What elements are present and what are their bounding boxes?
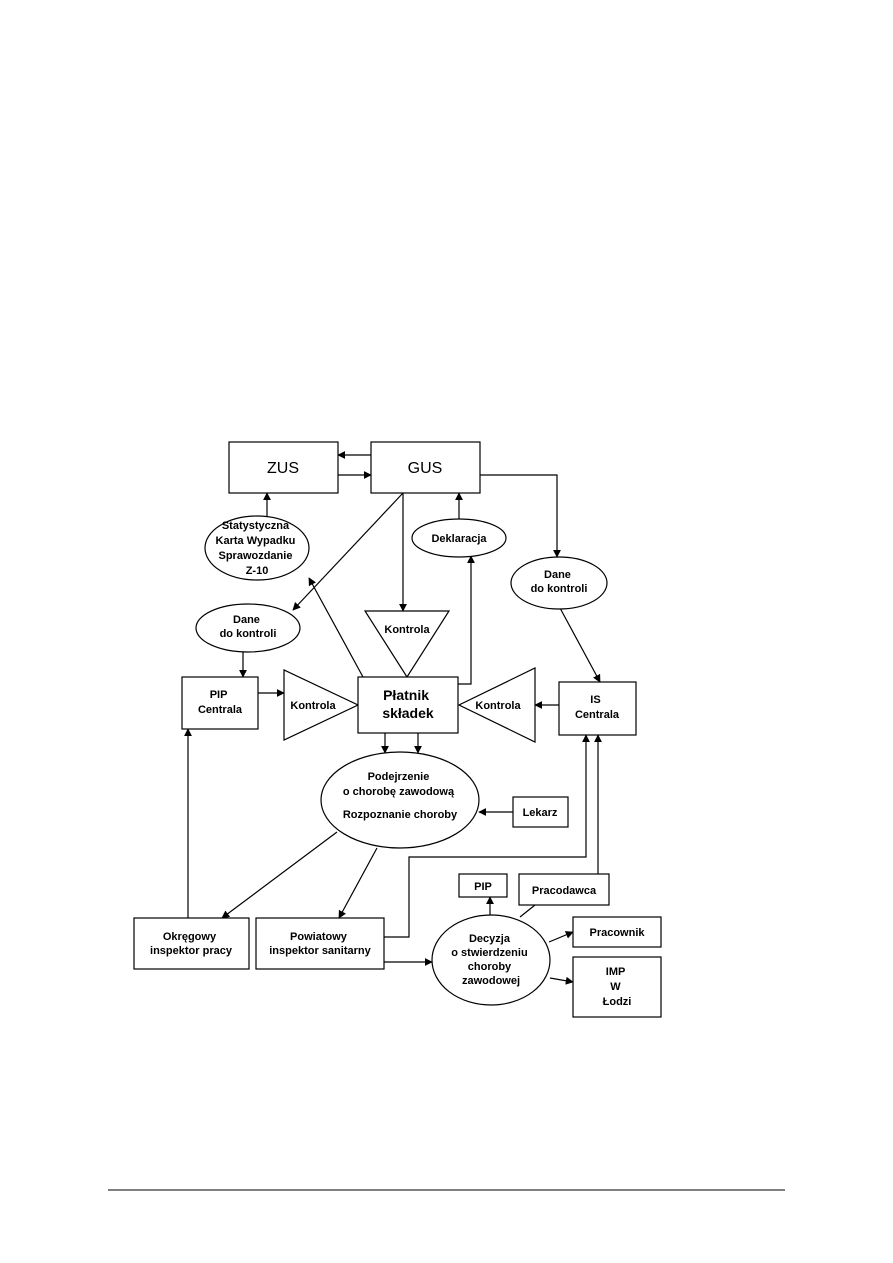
platnik-label: Płatnik składek <box>382 687 434 721</box>
pracodawca-box <box>518 873 610 906</box>
edge-podejrzenie-to-powiatowy <box>338 847 378 919</box>
edge-podejrzenie-to-okregowy <box>221 831 338 919</box>
imp-label: IMP W Łodzi <box>603 966 632 1008</box>
pip-centrala-label: PIP Centrala <box>198 689 243 716</box>
kontrola-top-triangle <box>363 610 451 679</box>
kontrola-right-label: Kontrola <box>475 700 521 712</box>
decyzja-ellipse <box>431 914 551 1006</box>
edge-dane-right-to-is-centrala <box>559 607 601 683</box>
dane-right-ellipse <box>510 556 608 610</box>
edge-decyzja-to-pracownik <box>548 931 574 943</box>
dane-left-ellipse <box>195 603 301 653</box>
powiatowy-box <box>255 917 385 970</box>
deklaracja-ellipse <box>411 518 507 558</box>
powiatowy-label: Powiatowy inspektor sanitarny <box>269 931 371 957</box>
kontrola-right-triangle <box>457 667 536 743</box>
pip-box <box>458 873 508 898</box>
gus-label: GUS <box>408 460 443 477</box>
podejrzenie-ellipse <box>320 751 480 849</box>
edge-decyzja-to-imp <box>549 976 574 985</box>
statystyczna-label: Statystyczna Karta Wypadku Sprawozdanie … <box>216 520 299 577</box>
lekarz-box <box>512 796 569 828</box>
edge-powiatowy-to-is-centrala <box>384 734 590 938</box>
pip-label: PIP <box>474 881 492 893</box>
kontrola-left-triangle <box>283 669 360 741</box>
kontrola-left-label: Kontrola <box>290 700 336 712</box>
edge-gus-to-dane-left <box>292 492 404 611</box>
gus-box <box>370 441 481 494</box>
zus-box <box>228 441 339 494</box>
pracownik-label: Pracownik <box>589 927 645 939</box>
imp-box <box>572 956 662 1018</box>
statystyczna-ellipse <box>204 515 310 581</box>
lekarz-label: Lekarz <box>523 807 558 819</box>
edge-gus-to-dane-right <box>480 474 561 558</box>
okregowy-box <box>133 917 250 970</box>
dane-left-label: Dane do kontroli <box>220 614 277 640</box>
okregowy-label: Okręgowy inspektor pracy <box>150 931 233 957</box>
edge-platnik-to-deklaracja <box>458 555 475 685</box>
decyzja-label: Decyzja o stwierdzeniu choroby zawodowej <box>451 933 530 987</box>
nodes <box>133 441 662 1018</box>
pip-centrala-box <box>181 676 259 730</box>
platnik-box <box>357 676 459 734</box>
is-centrala-label: IS Centrala <box>575 694 620 721</box>
pracownik-box <box>572 916 662 948</box>
dane-right-label: Dane do kontroli <box>531 569 588 595</box>
is-centrala-box <box>558 681 637 736</box>
deklaracja-label: Deklaracja <box>431 533 487 545</box>
pracodawca-label: Pracodawca <box>532 885 597 897</box>
kontrola-top-label: Kontrola <box>384 624 430 636</box>
zus-label: ZUS <box>267 460 299 477</box>
edges <box>184 451 602 985</box>
edge-platnik-to-statystyczna <box>308 577 364 678</box>
podejrzenie-label: Podejrzenie o chorobę zawodową Rozpoznan… <box>343 771 458 821</box>
labels: ZUS GUS Statystyczna Karta Wypadku Spraw… <box>150 460 645 1008</box>
